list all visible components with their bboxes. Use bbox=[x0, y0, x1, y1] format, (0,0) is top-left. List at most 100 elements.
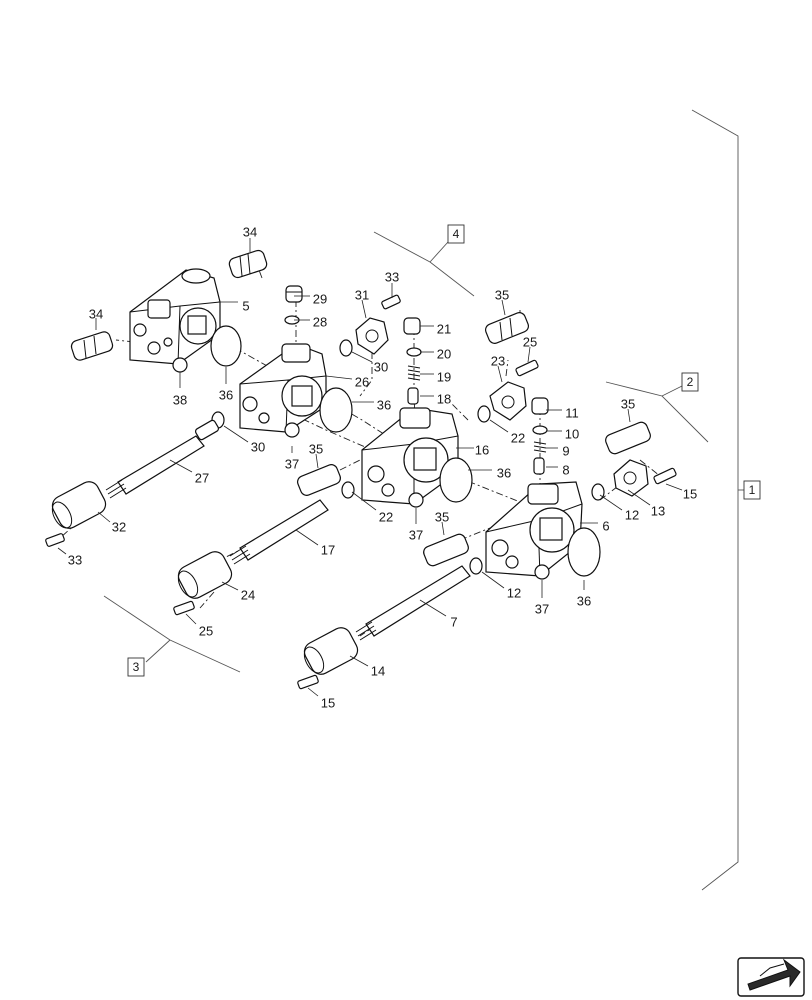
screw-15-bottom bbox=[297, 674, 319, 690]
part-number-label: 23 bbox=[491, 353, 505, 368]
callout-c35a: 35 bbox=[495, 287, 509, 316]
assembly-bracket-4 bbox=[373, 231, 475, 297]
leader-line bbox=[599, 494, 623, 511]
callout-c32: 32 bbox=[97, 511, 126, 534]
leader-line bbox=[527, 346, 531, 363]
callout-c37c: 37 bbox=[535, 580, 549, 616]
part-number-label: 25 bbox=[523, 334, 537, 349]
callout-c36c: 36 bbox=[468, 465, 511, 480]
callout-c33b: 33 bbox=[57, 547, 82, 567]
leader-line bbox=[665, 483, 683, 491]
callout-c37b: 37 bbox=[409, 508, 423, 542]
plug-34-top bbox=[228, 249, 268, 279]
callout-c37a: 37 bbox=[285, 446, 299, 471]
part-number-label: 36 bbox=[377, 397, 391, 412]
part-number-label: 30 bbox=[251, 439, 265, 454]
callout-c33a: 33 bbox=[385, 269, 399, 298]
plug-35-left bbox=[296, 464, 342, 496]
assembly-bracket-1 bbox=[691, 109, 744, 891]
part-number-label: 25 bbox=[199, 623, 213, 638]
assembly-label-a1: 1 bbox=[743, 480, 761, 500]
cap-31 bbox=[355, 317, 389, 355]
part-number-label: 21 bbox=[437, 321, 451, 336]
leader-line bbox=[57, 547, 67, 555]
part-number-label: 37 bbox=[285, 456, 299, 471]
callout-c22a: 22 bbox=[489, 419, 525, 445]
part-number-label: 19 bbox=[437, 369, 451, 384]
cap-14 bbox=[303, 627, 359, 675]
part-number-label: 37 bbox=[409, 527, 423, 542]
part-number-label: 20 bbox=[437, 346, 451, 361]
plug-21 bbox=[403, 317, 421, 335]
callout-c6: 6 bbox=[580, 518, 610, 533]
plug-35-lower bbox=[423, 533, 469, 567]
cap-24 bbox=[177, 551, 233, 599]
o-ring-22-left bbox=[341, 481, 355, 499]
part-number-label: 5 bbox=[242, 298, 249, 313]
callout-c30b: 30 bbox=[223, 425, 265, 454]
o-ring-10 bbox=[532, 425, 548, 435]
leader-line bbox=[315, 453, 319, 469]
callout-c19: 19 bbox=[420, 369, 451, 384]
callout-c25b: 25 bbox=[185, 613, 213, 638]
callout-c9: 9 bbox=[546, 443, 570, 458]
leader-line bbox=[97, 511, 111, 523]
screw-25-bottom bbox=[173, 600, 195, 616]
part-number-label: 13 bbox=[651, 503, 665, 518]
screw-33-bottom bbox=[45, 533, 65, 547]
part-number-label: 7 bbox=[450, 614, 457, 629]
part-number-label: 10 bbox=[565, 426, 579, 441]
callout-c34b: 34 bbox=[89, 306, 103, 330]
callout-c35d: 35 bbox=[435, 509, 449, 536]
callout-c30a: 30 bbox=[351, 351, 388, 374]
callout-c10: 10 bbox=[546, 426, 579, 441]
callout-c35c: 35 bbox=[309, 441, 323, 469]
callout-c28: 28 bbox=[294, 314, 327, 329]
leader-line bbox=[221, 581, 239, 591]
part-number-label: 34 bbox=[89, 306, 103, 321]
leader-line bbox=[169, 459, 193, 473]
leader-line bbox=[419, 599, 447, 617]
part-number-label: 12 bbox=[625, 507, 639, 522]
callout-c31: 31 bbox=[355, 287, 369, 319]
cap-32 bbox=[51, 481, 107, 529]
leader-line bbox=[489, 419, 509, 433]
callout-c24: 24 bbox=[221, 581, 255, 602]
part-number-label: 9 bbox=[562, 443, 569, 458]
part-number-label: 27 bbox=[195, 470, 209, 485]
o-ring-30-top bbox=[339, 339, 353, 357]
part-number-label: 35 bbox=[621, 396, 635, 411]
spring-19 bbox=[407, 365, 421, 381]
assembly-label-a3: 3 bbox=[127, 657, 145, 677]
spool-7 bbox=[355, 565, 471, 641]
o-ring-37-top bbox=[284, 422, 300, 438]
screw-15-right bbox=[653, 467, 677, 485]
part-number-label: 31 bbox=[355, 287, 369, 302]
part-number-label: 15 bbox=[683, 486, 697, 501]
callout-c20: 20 bbox=[420, 346, 451, 361]
part-number-label: 32 bbox=[112, 519, 126, 534]
callout-c38: 38 bbox=[173, 372, 187, 407]
o-ring-37-mid bbox=[408, 492, 424, 508]
pin-18 bbox=[407, 387, 419, 405]
part-number-label: 22 bbox=[379, 509, 393, 524]
callout-c26: 26 bbox=[325, 374, 369, 389]
part-number-label: 24 bbox=[241, 587, 255, 602]
callout-c29: 29 bbox=[294, 291, 327, 306]
o-ring-20 bbox=[406, 347, 422, 357]
callout-c8: 8 bbox=[546, 462, 570, 477]
valve-section-6 bbox=[485, 481, 583, 577]
assembly-bracket-2 bbox=[605, 381, 709, 443]
o-ring-36-mid bbox=[319, 387, 353, 433]
leader-line bbox=[627, 408, 631, 423]
part-number-label: 15 bbox=[321, 695, 335, 710]
part-number-label: 36 bbox=[497, 465, 511, 480]
callout-c17: 17 bbox=[295, 529, 335, 557]
part-number-label: 33 bbox=[385, 269, 399, 284]
part-number-label: 12 bbox=[507, 585, 521, 600]
spool-17 bbox=[229, 499, 329, 565]
navigation-arrow-icon[interactable] bbox=[737, 957, 805, 997]
screw-25-top bbox=[515, 359, 539, 377]
plug-34-left bbox=[70, 331, 114, 361]
